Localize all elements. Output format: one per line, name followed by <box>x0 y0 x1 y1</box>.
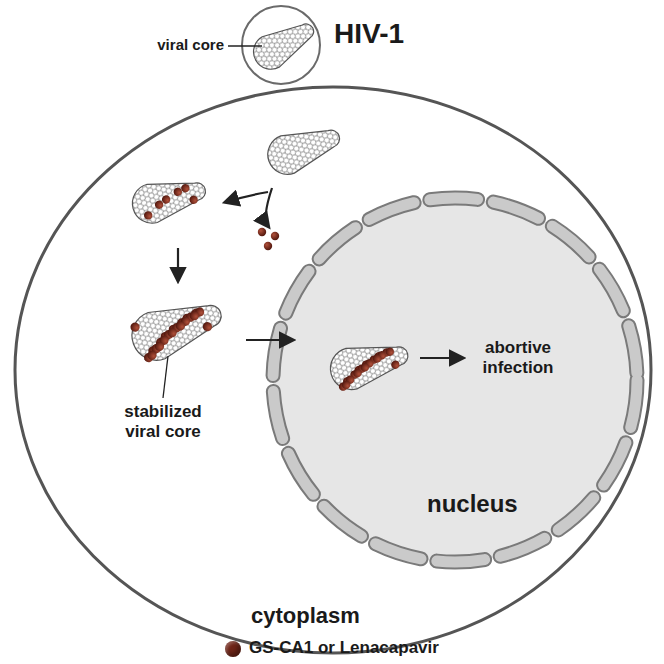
region-label: cytoplasm <box>251 603 360 629</box>
inhibitor-molecule <box>180 183 190 193</box>
viral-core <box>326 333 413 394</box>
inhibitor-molecule <box>352 368 362 378</box>
inhibitor-molecule <box>202 321 214 333</box>
inhibitor-molecule <box>154 340 166 352</box>
viral-core <box>125 289 229 367</box>
inhibitor-molecule <box>264 242 272 250</box>
nucleus-shape: nucleus <box>265 190 645 570</box>
inhibitor-molecule <box>390 360 400 370</box>
process-arrow <box>246 339 292 341</box>
viral-core <box>128 170 210 228</box>
nuclear-envelope <box>273 198 637 562</box>
cell-membrane <box>15 87 651 653</box>
process-arrow <box>420 357 462 359</box>
inhibitor-molecule <box>271 232 279 240</box>
outcome-label: abortive infection <box>470 338 566 377</box>
inhibitor-molecule <box>161 194 171 204</box>
viral-core <box>247 13 321 76</box>
inhibitor-molecule <box>341 380 351 390</box>
inhibitor-molecule <box>175 320 187 332</box>
inhibitor-molecule <box>372 353 382 363</box>
leader-line <box>163 356 168 398</box>
inhibitor-molecule <box>146 349 158 361</box>
virus-name: HIV-1 <box>334 18 404 50</box>
nuclear-envelope-outline <box>273 198 637 562</box>
process-arrow <box>226 192 268 202</box>
process-arrow <box>266 188 272 226</box>
process-arrow <box>177 248 179 280</box>
inhibitor-molecule <box>188 310 200 322</box>
inhibitor-molecule <box>166 327 178 339</box>
callout-label: viral core <box>157 36 224 53</box>
viral-core <box>262 117 346 180</box>
legend-swatch <box>225 641 241 657</box>
inhibitor-molecule <box>188 195 198 205</box>
leader-line <box>228 45 262 46</box>
inhibitor-molecule <box>129 321 141 333</box>
inhibitor-molecule <box>385 347 395 357</box>
inhibitor-molecule <box>360 362 370 372</box>
inhibitor-molecule <box>143 210 153 220</box>
callout-label: stabilized viral core <box>108 402 218 441</box>
legend-text: GS-CA1 or Lenacapavir <box>249 638 439 658</box>
inhibitor-molecule <box>258 228 266 236</box>
nucleoplasm <box>273 198 637 562</box>
region-label: nucleus <box>427 490 518 518</box>
